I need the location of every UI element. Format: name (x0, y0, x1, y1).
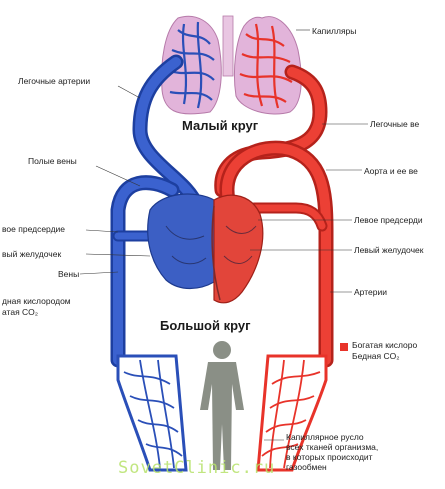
label-left-ventricle: Левый желудочек (354, 245, 423, 255)
label-arteries: Артерии (354, 287, 387, 297)
label-veins: Вены (58, 269, 79, 279)
label-right-ventricle: вый желудочек (2, 249, 61, 259)
trachea (223, 16, 233, 76)
title-small-circle: Малый круг (182, 118, 258, 133)
heart (148, 194, 263, 303)
legend-rich-swatch (340, 343, 348, 351)
label-capillary-bed-1: Капиллярное русло (286, 432, 364, 442)
label-aorta: Аорта и ее ве (364, 166, 418, 176)
legend-poor-label: Бедная CO₂ (352, 351, 400, 361)
label-pulmonary-veins: Легочные ве (370, 119, 419, 129)
heart-right-side (148, 194, 214, 288)
label-capillary-bed-4: газообмен (286, 462, 327, 472)
label-poor-blood-2: атая CO₂ (2, 307, 38, 317)
label-capillaries: Капилляры (312, 26, 356, 36)
label-capillary-bed-2: всех тканей организма, (286, 442, 378, 452)
heart-left-side (214, 195, 263, 303)
legend-rich-label: Богатая кислоро (352, 340, 417, 350)
watermark: SovetClinic.ru (118, 458, 275, 478)
label-right-atrium: вое предсердие (2, 224, 65, 234)
human-silhouette (200, 341, 244, 470)
label-capillary-bed-3: в которых происходит (286, 452, 373, 462)
label-vena-cava: Полые вены (28, 156, 77, 166)
label-poor-blood-1: дная кислородом (2, 296, 71, 306)
title-big-circle: Большой круг (160, 318, 251, 333)
label-pulmonary-arteries: Легочные артерии (18, 76, 90, 86)
label-left-atrium: Левое предсерди (354, 215, 423, 225)
